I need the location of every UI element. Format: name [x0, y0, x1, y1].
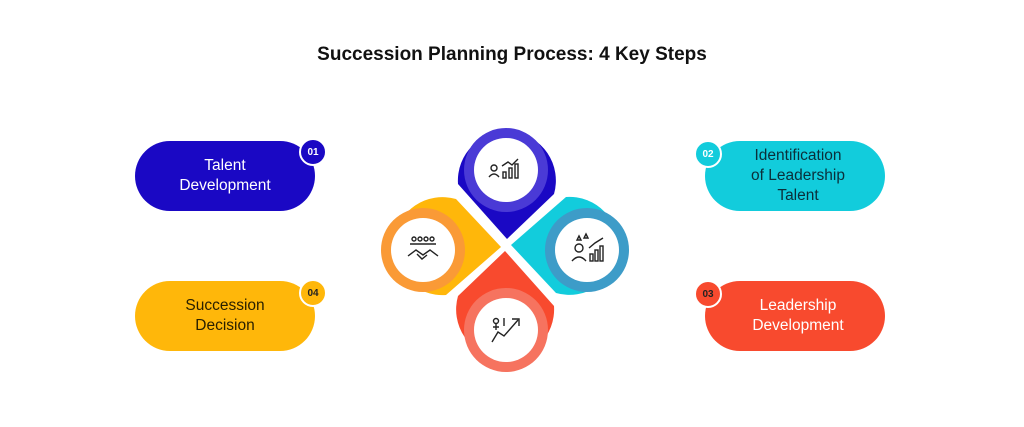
teardrop-step-03	[456, 251, 555, 372]
step-number-badge: 03	[694, 280, 722, 308]
teardrop-step-01	[457, 128, 556, 239]
step-succession-decision: Succession Decision	[135, 281, 315, 351]
people-growth-icon	[488, 158, 519, 179]
step-number-badge: 02	[694, 140, 722, 168]
step-talent-development: Talent Development	[135, 141, 315, 211]
leader-stars-chart-icon	[571, 232, 604, 262]
step-label-line: Leadership	[759, 297, 837, 314]
teardrop-step-04	[381, 197, 501, 296]
step-number-badge: 04	[299, 279, 327, 307]
handshake-team-icon	[407, 236, 439, 260]
step-identification-of-leadership-talent: Identification of Leadership Talent	[705, 141, 885, 211]
climbing-arrow-icon	[491, 317, 520, 343]
step-label-line: Development	[179, 177, 271, 194]
step-number-badge: 01	[299, 138, 327, 166]
step-label-line: Decision	[195, 317, 255, 334]
step-label-line: Identification	[754, 147, 842, 164]
step-label-line: Succession	[185, 297, 265, 314]
step-label-line: Talent	[204, 157, 246, 174]
page-title: Succession Planning Process: 4 Key Steps	[317, 44, 707, 65]
step-label-line: Development	[752, 317, 844, 334]
step-leadership-development: Leadership Development	[705, 281, 885, 351]
process-cycle-graphic	[381, 128, 629, 372]
step-label-line: Talent	[777, 187, 819, 204]
step-label-line: of Leadership	[751, 167, 845, 184]
teardrop-step-02	[511, 196, 629, 295]
